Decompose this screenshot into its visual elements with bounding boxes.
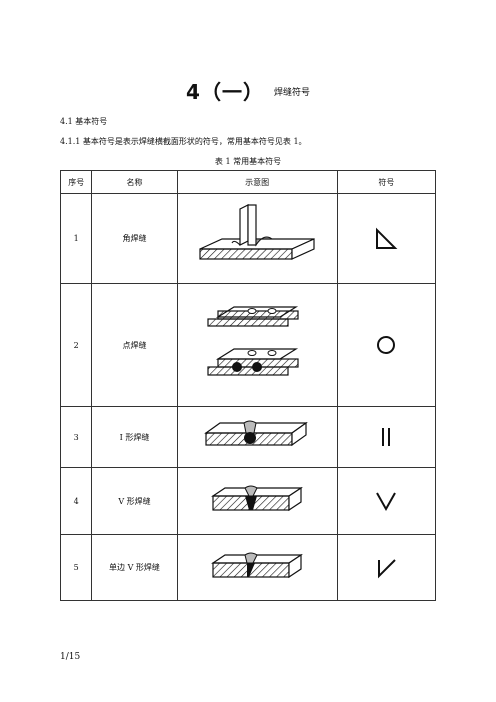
fillet-weld-symbol — [376, 227, 398, 249]
table-caption: 表 1 常用基本符号 — [214, 157, 282, 166]
row-no: 2 — [59, 283, 93, 407]
table-header-row: 序号 名称 示意图 符号 — [59, 170, 437, 194]
v-weld-symbol — [376, 492, 397, 512]
row-diagram — [176, 193, 338, 284]
row-no: 3 — [59, 406, 93, 468]
row-diagram — [176, 534, 338, 601]
section-paragraph: 4.1.1 基本符号是表示焊缝横截面形状的符号，常用基本符号见表 1。 — [60, 137, 307, 146]
row-diagram — [176, 467, 338, 535]
section-heading: 4.1 基本符号 — [60, 117, 108, 126]
spot-weld-symbol — [377, 336, 396, 354]
symbols-table: 序号 名称 示意图 符号 1 角焊缝 — [59, 170, 437, 601]
table-row: 2 点焊缝 — [59, 283, 437, 407]
spot-weld-diagram — [207, 306, 299, 376]
i-weld-symbol — [382, 428, 391, 446]
row-name: V 形焊缝 — [91, 467, 178, 535]
row-symbol — [336, 283, 437, 407]
row-no: 4 — [59, 467, 93, 535]
bevel-weld-diagram — [211, 552, 304, 578]
row-name: 角焊缝 — [91, 193, 178, 284]
row-name: 点焊缝 — [91, 283, 178, 407]
row-symbol — [336, 193, 437, 284]
row-symbol — [336, 467, 437, 535]
table-row: 3 I 形焊缝 — [59, 406, 437, 468]
header-diagram: 示意图 — [176, 170, 338, 194]
page-number: 1/15 — [60, 652, 81, 662]
table-row: 1 角焊缝 — [59, 193, 437, 284]
row-no: 5 — [59, 534, 93, 601]
row-diagram — [176, 406, 338, 468]
bevel-weld-symbol — [378, 558, 397, 578]
title-main: 4（一） — [186, 80, 264, 104]
title-sub: 焊缝符号 — [273, 88, 310, 98]
header-name: 名称 — [91, 170, 178, 194]
i-weld-diagram — [204, 420, 309, 447]
row-no: 1 — [59, 193, 93, 284]
header-no: 序号 — [59, 170, 93, 194]
row-name: I 形焊缝 — [91, 406, 178, 468]
table-row: 5 单边 V 形焊缝 — [59, 534, 437, 601]
page-title: 4（一） 焊缝符号 — [0, 76, 496, 105]
row-symbol — [336, 534, 437, 601]
table-row: 4 V 形焊缝 — [59, 467, 437, 535]
v-weld-diagram — [211, 485, 304, 512]
header-symbol: 符号 — [336, 170, 437, 194]
row-diagram — [176, 283, 338, 407]
row-name: 单边 V 形焊缝 — [91, 534, 178, 601]
row-symbol — [336, 406, 437, 468]
fillet-weld-diagram — [199, 203, 315, 260]
